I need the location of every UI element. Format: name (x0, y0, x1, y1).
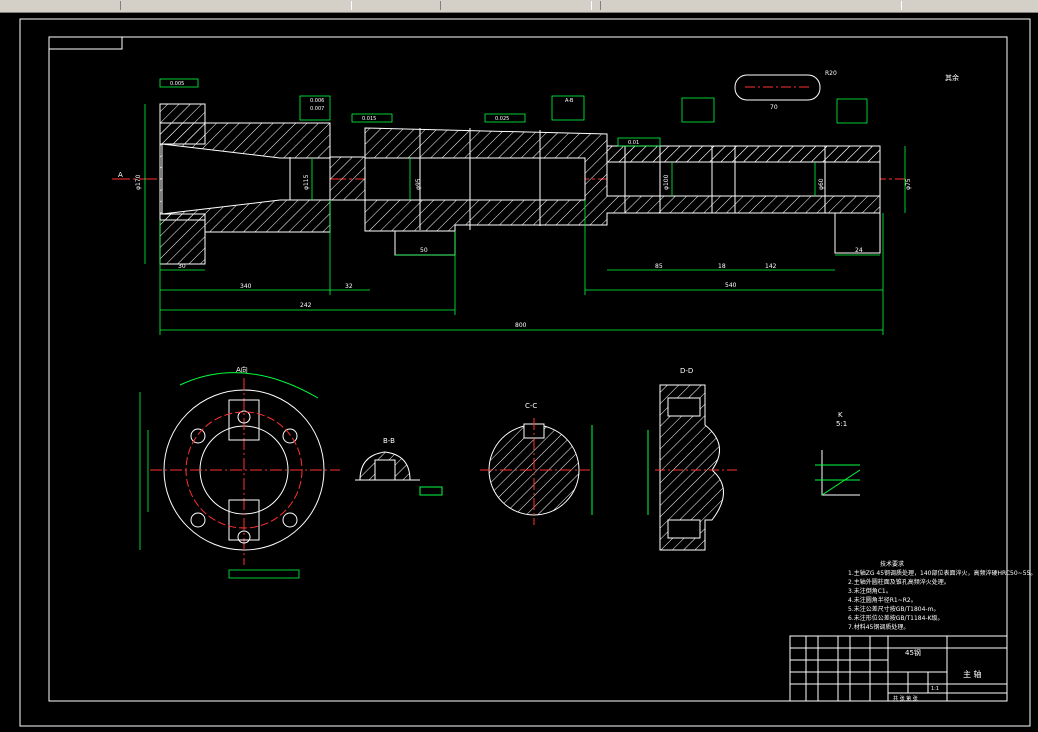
toolbar-segment[interactable] (440, 1, 592, 10)
tech-req-line: 1.主轴ZG 45钢调质处理，140部位表面淬火，高频淬硬HRC50~55。 (848, 569, 1036, 577)
dim-24: 24 (855, 247, 863, 254)
dim-32: 32 (345, 283, 353, 290)
part-scale: 1:1 (931, 686, 939, 692)
dim-dia-115: φ115 (303, 174, 310, 190)
toolbar-segment[interactable] (120, 1, 352, 10)
dim-142: 142 (765, 263, 777, 270)
app-toolbar (0, 0, 1038, 13)
tech-req-title: 技术要求 (880, 560, 904, 568)
tol-1: 0.005 (170, 81, 184, 87)
dim-800: 800 (515, 322, 527, 329)
section-b-label: B-B (383, 437, 395, 445)
toolbar-segment[interactable] (600, 1, 902, 10)
sheet-info: 共 张 第 张 (893, 695, 918, 702)
dim-70: 70 (770, 104, 778, 111)
dim-30: 30 (178, 263, 186, 270)
tech-req-line: 2.主轴外圆柱面及锥孔高频淬火处理。 (848, 578, 950, 586)
section-c-view (480, 418, 593, 525)
dim-dia-60: φ60 (818, 178, 825, 190)
dim-dia-170: φ170 (135, 174, 142, 190)
tol-6: 0.01 (628, 140, 639, 146)
section-a-label: A (118, 171, 123, 179)
detail-k-label: K (838, 411, 843, 419)
keyway-top-view (734, 74, 821, 101)
part-name: 主 轴 (963, 669, 982, 679)
dim-dia-75: φ75 (905, 178, 912, 190)
cad-drawing-canvas[interactable]: 800 242 340 32 30 50 540 85 18 142 24 70… (0, 13, 1038, 732)
detail-k-scale: 5:1 (836, 420, 847, 428)
dim-50: 50 (420, 247, 428, 254)
part-material: 45钢 (905, 648, 921, 657)
tolerance-frames (159, 78, 868, 147)
tol-2: 0.006 (310, 98, 324, 104)
dim-85: 85 (655, 263, 663, 270)
detail-k-view (815, 450, 861, 496)
corner-note: 其余 (945, 73, 959, 82)
section-c-label: C-C (525, 402, 537, 410)
dim-r20: R20 (825, 70, 837, 77)
tol-5: 0.025 (495, 116, 509, 122)
top-left-tag (48, 36, 123, 50)
dim-dia-95: φ95 (415, 178, 422, 190)
tech-req-line: 3.未注倒角C1。 (848, 587, 892, 595)
tech-requirements: 技术要求 1.主轴ZG 45钢调质处理，140部位表面淬火，高频淬硬HRC50~… (848, 560, 1036, 631)
tech-req-line: 5.未注公差尺寸按GB/T1804-m。 (848, 605, 939, 613)
tol-datum: A-B (565, 98, 574, 104)
dim-242: 242 (300, 302, 312, 309)
dim-18: 18 (718, 263, 726, 270)
main-shaft-section (112, 103, 905, 265)
title-block (789, 635, 1008, 702)
dim-340: 340 (240, 283, 252, 290)
tech-req-line: 4.未注圆角半径R1~R2。 (848, 596, 917, 604)
shaft-dimension-lines (144, 104, 906, 335)
dim-dia-100: φ100 (663, 174, 670, 190)
section-b-view (355, 451, 443, 496)
tech-req-line: 7.材料45钢调质处理。 (848, 623, 909, 631)
inner-border (48, 36, 1008, 702)
dim-540: 540 (725, 282, 737, 289)
flange-end-view (150, 372, 340, 565)
outer-border (19, 18, 1031, 727)
section-d-view (647, 384, 740, 551)
tech-req-line: 6.未注形位公差按GB/T1184-K级。 (848, 614, 944, 622)
tol-4: 0.015 (362, 116, 376, 122)
cad-drawing: 800 242 340 32 30 50 540 85 18 142 24 70… (19, 18, 1036, 727)
view-a-label: A向 (236, 365, 248, 374)
tol-3: 0.007 (310, 106, 324, 112)
section-d-label: D-D (680, 367, 693, 375)
